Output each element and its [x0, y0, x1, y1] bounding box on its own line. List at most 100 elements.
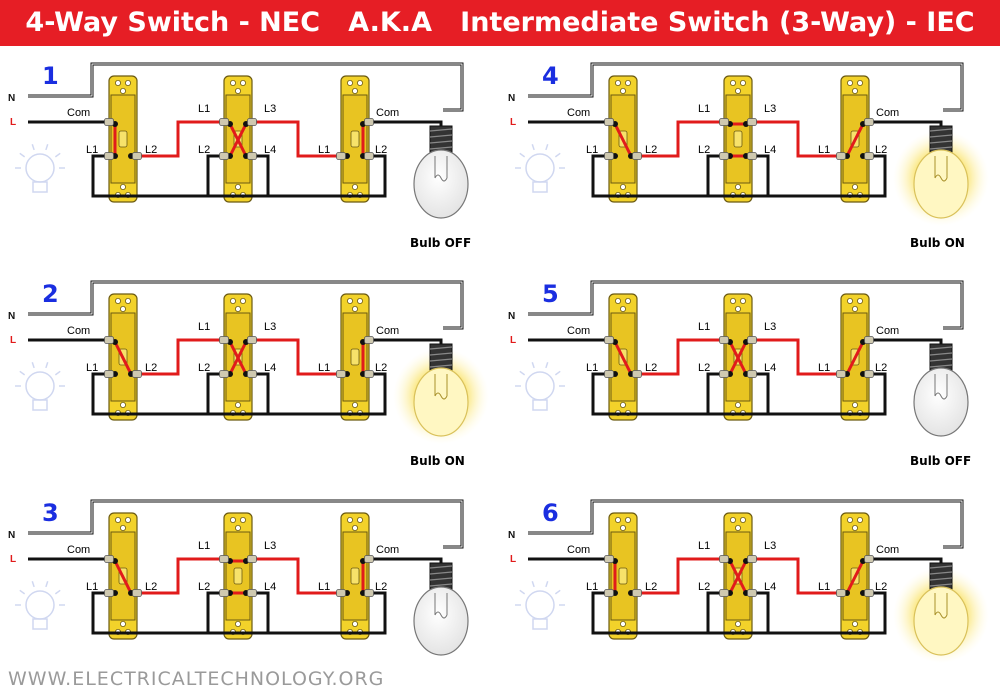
traveler-bottom-wire-b [206, 154, 387, 198]
neutral-label: N [508, 311, 515, 322]
l2-label: L2 [145, 581, 157, 593]
l1-label: L1 [86, 144, 98, 156]
l1-label: L1 [318, 362, 330, 374]
neutral-wire-core [528, 281, 963, 329]
l4-label: L4 [264, 144, 276, 156]
terminal-screw [219, 555, 229, 563]
bulb-status-label: Bulb ON [410, 454, 465, 468]
terminal-screw [364, 336, 374, 344]
terminal-screw [719, 336, 729, 344]
neutral-wire-core [28, 63, 463, 111]
page-title: 4-Way Switch - NEC A.K.A Intermediate Sw… [0, 0, 1000, 46]
l2-label: L2 [375, 362, 387, 374]
terminal-screw [132, 589, 142, 597]
terminal-screw [104, 336, 114, 344]
traveler-bottom-wire-a [591, 372, 770, 416]
l2-label: L2 [875, 144, 887, 156]
terminal-screw [247, 336, 257, 344]
l4-label: L4 [264, 362, 276, 374]
bulb-status-label: Bulb ON [910, 236, 965, 250]
l1-label: L1 [318, 144, 330, 156]
traveler-bottom-wire-b [706, 591, 887, 635]
switch-body [840, 75, 870, 203]
l4-label: L4 [764, 581, 776, 593]
terminal-screw [719, 589, 729, 597]
switch-panel-3: 3NLComL1L2L1L3L2L4ComL1L2Bulb OFF [8, 499, 469, 656]
com-label: Com [567, 107, 590, 119]
terminal-screw [632, 370, 642, 378]
website-footer: WWW.ELECTRICALTECHNOLOGY.ORG [8, 668, 385, 690]
panel-number: 3 [42, 499, 59, 527]
l2-label: L2 [145, 144, 157, 156]
com-label: Com [376, 325, 399, 337]
switch3-contact [845, 560, 865, 594]
l2-label: L2 [145, 362, 157, 374]
l2-label: L2 [198, 581, 210, 593]
l1-label: L1 [198, 540, 210, 552]
l1-label: L1 [198, 103, 210, 115]
traveler-top-wire [137, 120, 224, 158]
l4-label: L4 [264, 581, 276, 593]
bulb-watermark-icon [515, 361, 565, 411]
neutral-wire-core [528, 500, 963, 548]
terminal-screw [632, 152, 642, 160]
l1-label: L1 [86, 581, 98, 593]
traveler-top-wire [637, 338, 724, 376]
bulb-status-label: Bulb OFF [410, 236, 471, 250]
com-label: Com [876, 544, 899, 556]
traveler-top-wire [137, 338, 224, 376]
bulb-on-icon [893, 562, 989, 663]
l2-label: L2 [645, 144, 657, 156]
terminal-screw [336, 589, 346, 597]
switch3-contact [845, 341, 865, 375]
l2-label: L2 [645, 362, 657, 374]
switch3-contact [845, 123, 865, 157]
l4-label: L4 [764, 362, 776, 374]
traveler-bottom-wire-a [91, 372, 270, 416]
terminal-screw [836, 152, 846, 160]
traveler-top-wire-b [252, 120, 341, 158]
com-label: Com [567, 325, 590, 337]
terminal-screw [219, 589, 229, 597]
com-label: Com [376, 544, 399, 556]
com-label: Com [67, 107, 90, 119]
terminal-screw [604, 555, 614, 563]
com-label: Com [67, 325, 90, 337]
terminal-screw [219, 118, 229, 126]
terminal-screw [336, 370, 346, 378]
bulb-watermark-icon [15, 580, 65, 630]
l1-label: L1 [586, 144, 598, 156]
neutral-wire-core [528, 63, 963, 111]
switch-body [223, 512, 253, 640]
l2-label: L2 [875, 362, 887, 374]
neutral-wire-core [28, 281, 463, 329]
l2-label: L2 [875, 581, 887, 593]
switch1-contact [113, 341, 133, 375]
terminal-screw [247, 118, 257, 126]
traveler-bottom-wire-b [206, 372, 387, 416]
switch1-contact [613, 123, 633, 157]
panel-number: 2 [42, 280, 59, 308]
traveler-top-wire-b [252, 338, 341, 376]
panel-number: 4 [542, 62, 559, 90]
line-label: L [10, 117, 16, 128]
terminal-screw [104, 118, 114, 126]
terminal-screw [719, 370, 729, 378]
terminal-screw [132, 370, 142, 378]
bulb-off-icon [413, 125, 469, 219]
terminal-screw [364, 152, 374, 160]
l1-label: L1 [318, 581, 330, 593]
terminal-screw [632, 589, 642, 597]
switch-body [340, 293, 370, 421]
neutral-label: N [8, 530, 15, 541]
terminal-screw [747, 370, 757, 378]
bulb-watermark-icon [15, 143, 65, 193]
bulb-off-icon [413, 562, 469, 656]
switch-body [723, 75, 753, 203]
bulb-watermark-icon [515, 580, 565, 630]
traveler-top-wire-b [752, 557, 841, 595]
traveler-top-wire [637, 120, 724, 158]
terminal-screw [864, 152, 874, 160]
switch-body [608, 512, 638, 640]
